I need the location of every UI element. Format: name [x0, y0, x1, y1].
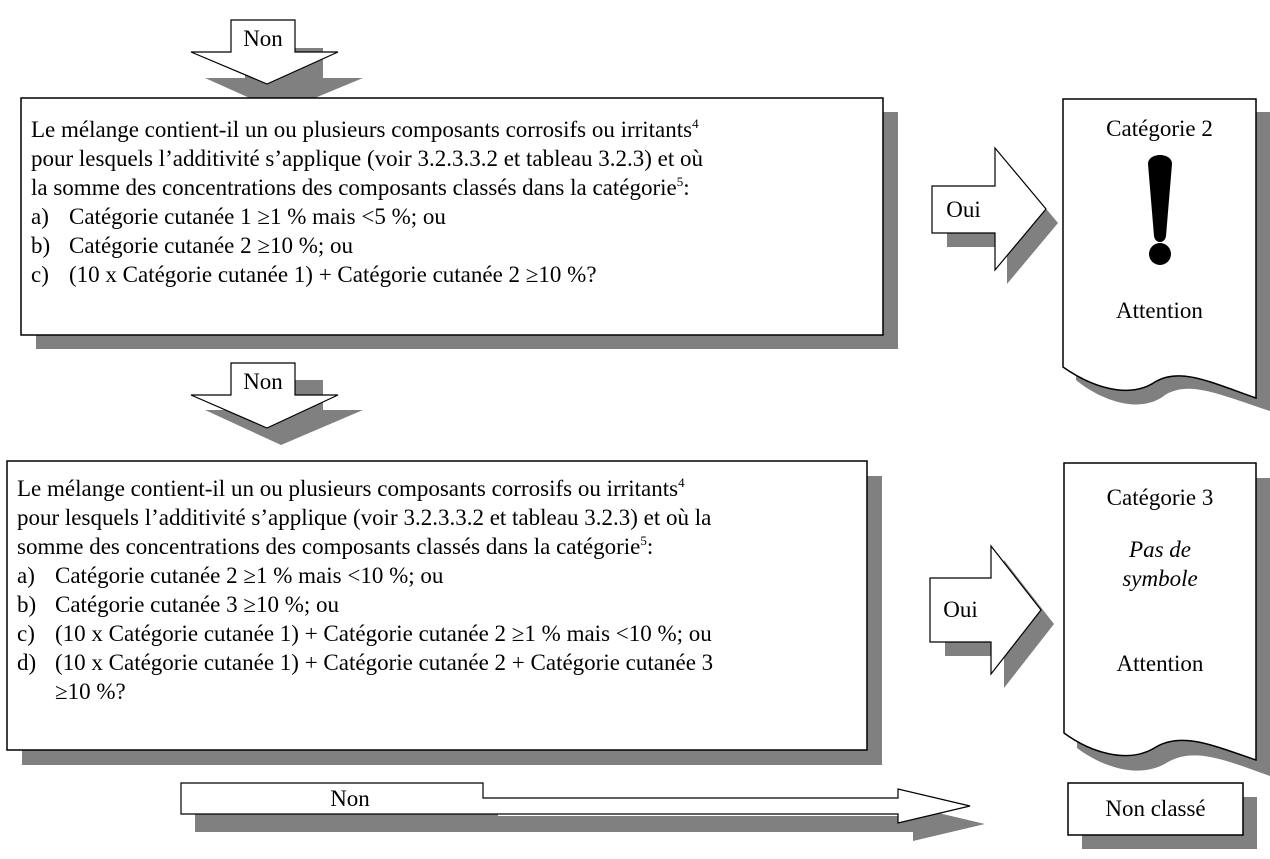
right-arrow-oui-2: [929, 544, 1054, 688]
question-2-item-b: b)Catégorie cutanée 3 ≥10 %; ou: [17, 592, 340, 617]
result-cat2-shape: [1062, 98, 1270, 411]
result-cat3-shape: [1063, 462, 1270, 776]
question-1-line-3: la somme des concentrations des composan…: [31, 174, 690, 200]
right-arrow-oui-1: [931, 146, 1058, 284]
question-1-item-a: a)Catégorie cutanée 1 ≥1 % mais <5 %; ou: [31, 204, 446, 229]
question-2-item-d: d)(10 x Catégorie cutanée 1) + Catégorie…: [17, 650, 714, 675]
question-2-item-a: a)Catégorie cutanée 2 ≥1 % mais <10 %; o…: [17, 563, 444, 588]
footnote-5: 5: [640, 533, 647, 548]
footnote-4: 4: [678, 475, 685, 490]
question-2-line-3: somme des concentrations des composants …: [17, 533, 654, 559]
footnote-4: 4: [692, 116, 699, 131]
question-box-2: Le mélange contient-il un ou plusieurs c…: [17, 474, 713, 706]
down-arrow-non-top: [190, 19, 363, 112]
question-1-item-b: b)Catégorie cutanée 2 ≥10 %; ou: [31, 233, 354, 258]
question-box-1: Le mélange contient-il un ou plusieurs c…: [31, 115, 703, 289]
right-arrow-non-bottom: [180, 782, 985, 841]
question-1-item-c: c)(10 x Catégorie cutanée 1) + Catégorie…: [31, 262, 597, 287]
question-box-1-shape: [20, 97, 898, 349]
result-cat3-no-symbol-line-2: symbole: [1122, 566, 1198, 591]
result-cat3-title: Catégorie 3: [1106, 485, 1214, 510]
result-none-shape: [1067, 782, 1257, 849]
arrow-label-non-mid: Non: [243, 369, 283, 394]
result-cat3-signal-word: Attention: [1116, 651, 1204, 676]
question-2-item-d-continuation: ≥10 %?: [55, 679, 126, 704]
result-not-classified: Non classé: [1105, 796, 1206, 821]
result-cat2-title: Catégorie 2: [1106, 116, 1213, 141]
down-arrow-non-mid: [190, 362, 363, 445]
arrow-label-oui-1: Oui: [946, 197, 981, 222]
question-2-line-1: Le mélange contient-il un ou plusieurs c…: [17, 475, 685, 501]
arrow-label-non-bottom: Non: [330, 786, 370, 811]
question-1-line-2: pour lesquels l’additivité s’applique (v…: [31, 146, 703, 171]
footnote-5: 5: [676, 174, 684, 189]
question-box-2-shape: [6, 460, 882, 765]
result-cat3-no-symbol-line-1: Pas de: [1129, 537, 1191, 562]
arrow-label-oui-2: Oui: [943, 597, 978, 622]
exclamation-mark-icon: [1148, 155, 1172, 265]
result-cat2-signal-word: Attention: [1116, 298, 1203, 323]
question-2-item-c: c)(10 x Catégorie cutanée 1) + Catégorie…: [17, 621, 712, 646]
question-2-line-2: pour lesquels l’additivité s’applique (v…: [17, 505, 712, 530]
arrow-label-non-top: Non: [243, 26, 283, 51]
question-1-line-1: Le mélange contient-il un ou plusieurs c…: [31, 116, 699, 142]
